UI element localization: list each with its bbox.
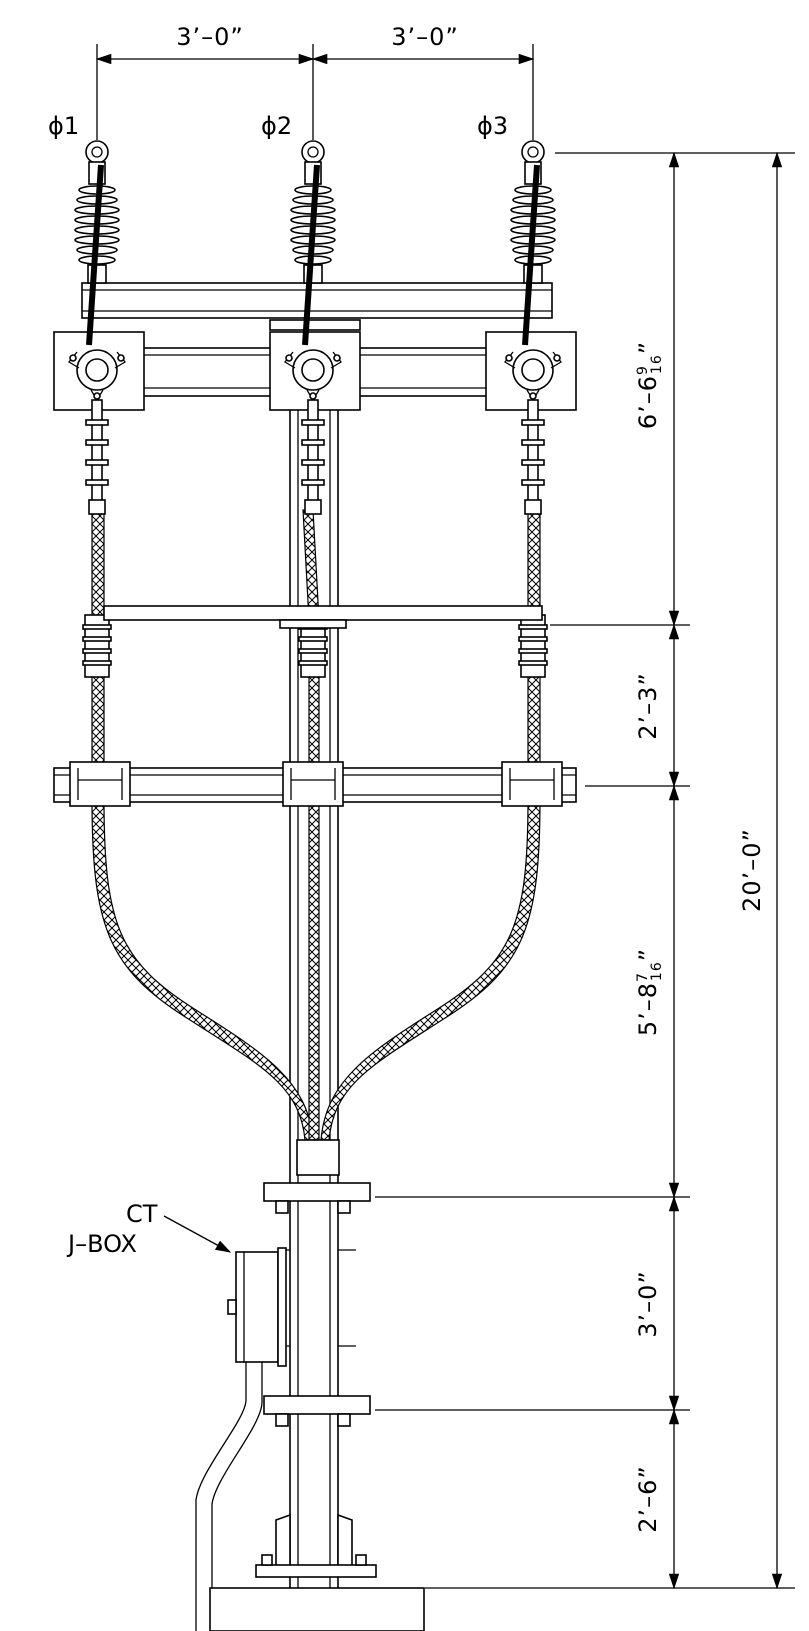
cutout-switch <box>284 349 342 402</box>
upper-crossarm <box>81 282 553 319</box>
arrester-bracket <box>103 605 543 629</box>
ct-mount-upper <box>263 1182 371 1214</box>
phase-label-2: ϕ2 <box>261 112 292 140</box>
dim-overall-height: 20’–0” <box>738 828 766 912</box>
ct-brackets <box>280 1249 356 1347</box>
cutout-switch <box>68 349 126 402</box>
dim-ct-mount-spacing: 3’–0” <box>634 1270 662 1338</box>
cable-clamp-3 <box>501 761 563 807</box>
cable-phase-1 <box>91 509 314 1141</box>
stand-off-insulator <box>301 399 325 515</box>
cable-support-arm <box>53 761 577 807</box>
ct-jbox-callout: CT J–BOX <box>66 1200 232 1258</box>
cable-phase-3 <box>320 509 541 1141</box>
dim-bracket-to-ct-mount: 5’–8716” <box>634 948 665 1036</box>
pole-base <box>209 1513 425 1631</box>
conduit <box>195 1362 263 1631</box>
dim-phase-spacing-1: 3’–0” <box>176 23 244 51</box>
dim-arrester-spacing: 2’–3” <box>634 672 662 740</box>
dim-ct-mount-to-base: 2’–6” <box>634 1465 662 1533</box>
stand-off-insulator <box>521 399 545 515</box>
callout-jbox: J–BOX <box>66 1230 137 1258</box>
dim-phase-spacing-2: 3’–0” <box>391 23 459 51</box>
vertical-dimensions: 6’–6916” 2’–3” 5’–8716” 3’–0” 2’–6” 20’–… <box>375 151 795 1590</box>
phase-assembly-3 <box>504 140 562 678</box>
surge-arrester <box>82 614 112 678</box>
stand-off-insulator <box>85 399 109 515</box>
terminal-connector <box>301 140 325 164</box>
phase-labels: ϕ1 ϕ2 ϕ3 <box>48 112 508 140</box>
ct-junction-box <box>227 1247 287 1367</box>
horizontal-dimensions: 3’–0” 3’–0” <box>95 23 535 140</box>
cable-clamp-2 <box>282 761 344 807</box>
terminal-connector <box>521 140 545 164</box>
surge-arrester <box>518 614 548 678</box>
phase-assembly-1 <box>68 140 126 678</box>
cable-clamp-1 <box>69 761 131 807</box>
phase-label-1: ϕ1 <box>48 112 79 140</box>
cables <box>91 509 541 1141</box>
terminal-connector <box>85 140 109 164</box>
cable-sleeve <box>296 1139 340 1176</box>
ct-mount-lower <box>263 1395 371 1427</box>
callout-ct: CT <box>126 1200 158 1228</box>
dim-top-insulator-to-crossarm: 6’–6916” <box>634 341 665 429</box>
phase-label-3: ϕ3 <box>477 112 508 140</box>
